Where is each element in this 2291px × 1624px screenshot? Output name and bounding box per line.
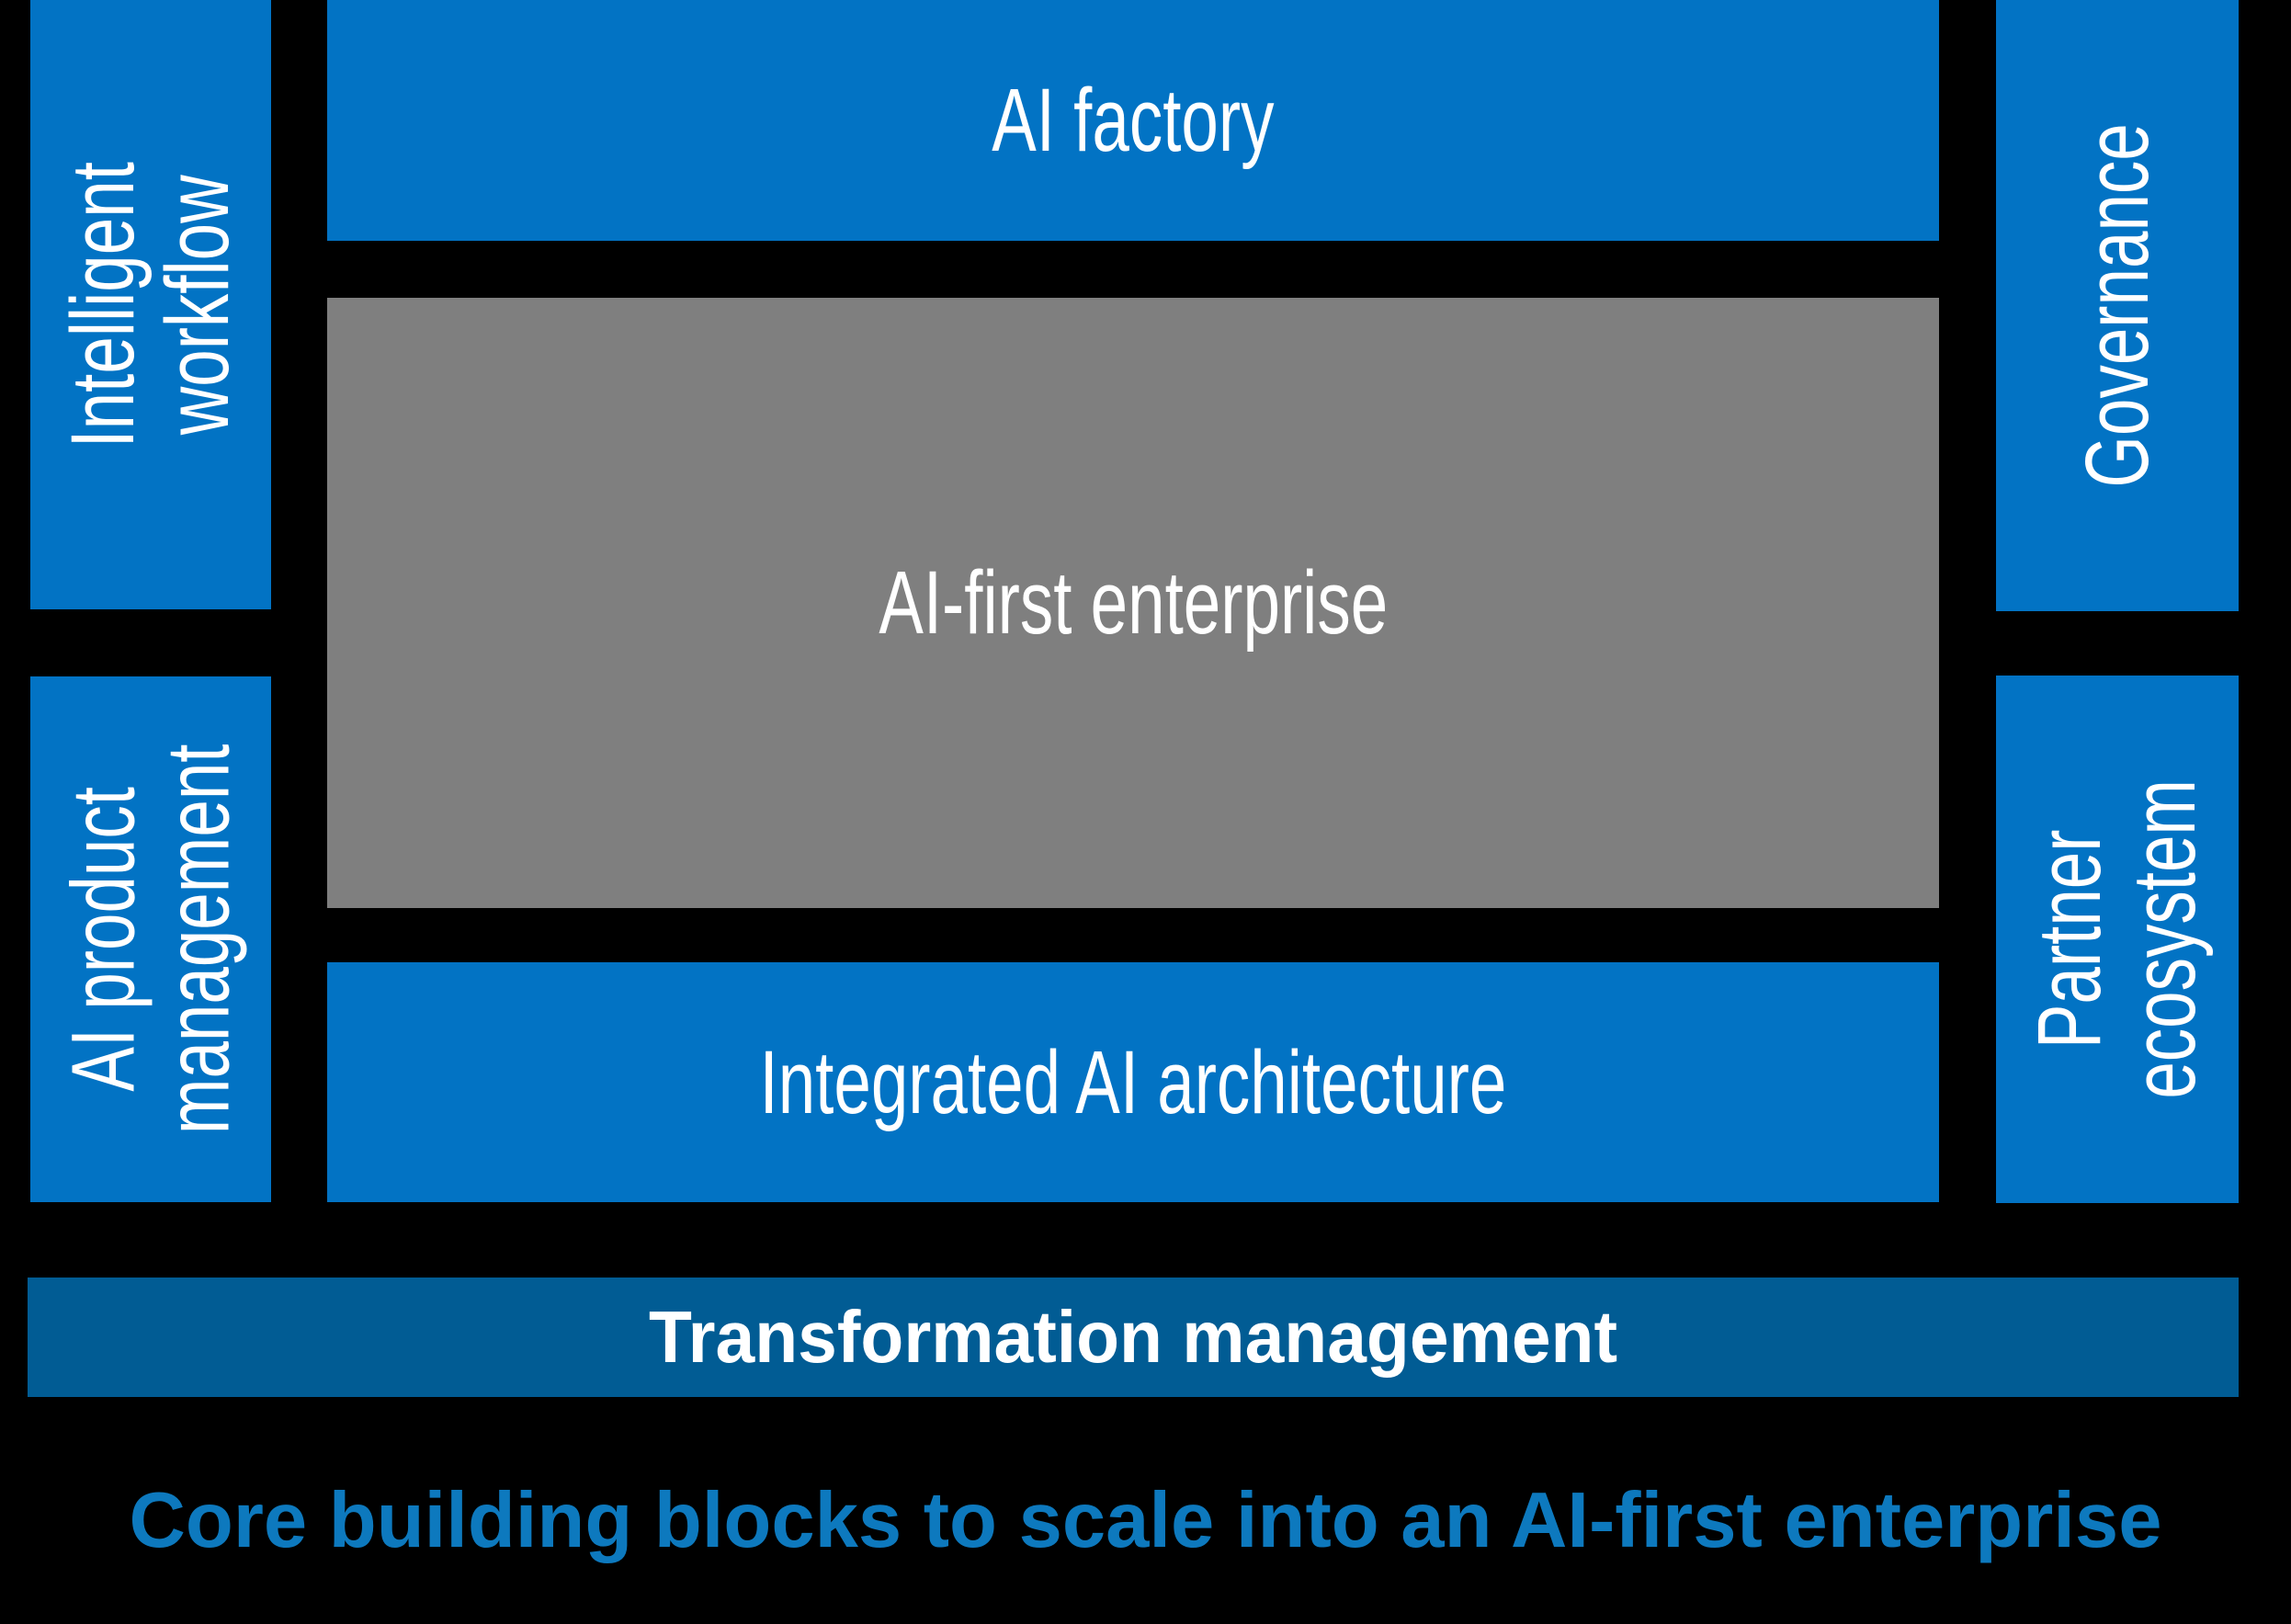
integrated-ai-architecture-label: Integrated AI architecture xyxy=(759,1031,1507,1132)
partner-ecosystem-block: Partner ecosystem xyxy=(1996,676,2239,1203)
intelligent-workflow-block: Intelligent workflow xyxy=(30,0,271,609)
ai-product-management-label: AI product management xyxy=(52,744,247,1135)
ai-first-enterprise-label: AI-first enterprise xyxy=(879,552,1388,653)
partner-ecosystem-label: Partner ecosystem xyxy=(2019,779,2214,1099)
ai-factory-block: AI factory xyxy=(327,0,1939,241)
integrated-ai-architecture-block: Integrated AI architecture xyxy=(327,962,1939,1202)
governance-label: Governance xyxy=(2066,123,2167,488)
ai-first-enterprise-block: AI-first enterprise xyxy=(327,298,1939,908)
transformation-management-label: Transformation management xyxy=(648,1296,1618,1378)
ai-factory-label: AI factory xyxy=(992,70,1275,170)
caption: Core building blocks to scale into an AI… xyxy=(129,1477,2162,1564)
ai-product-management-block: AI product management xyxy=(30,676,271,1202)
governance-block: Governance xyxy=(1996,0,2239,611)
intelligent-workflow-label: Intelligent workflow xyxy=(52,161,248,449)
transformation-management-bar: Transformation management xyxy=(28,1278,2239,1397)
